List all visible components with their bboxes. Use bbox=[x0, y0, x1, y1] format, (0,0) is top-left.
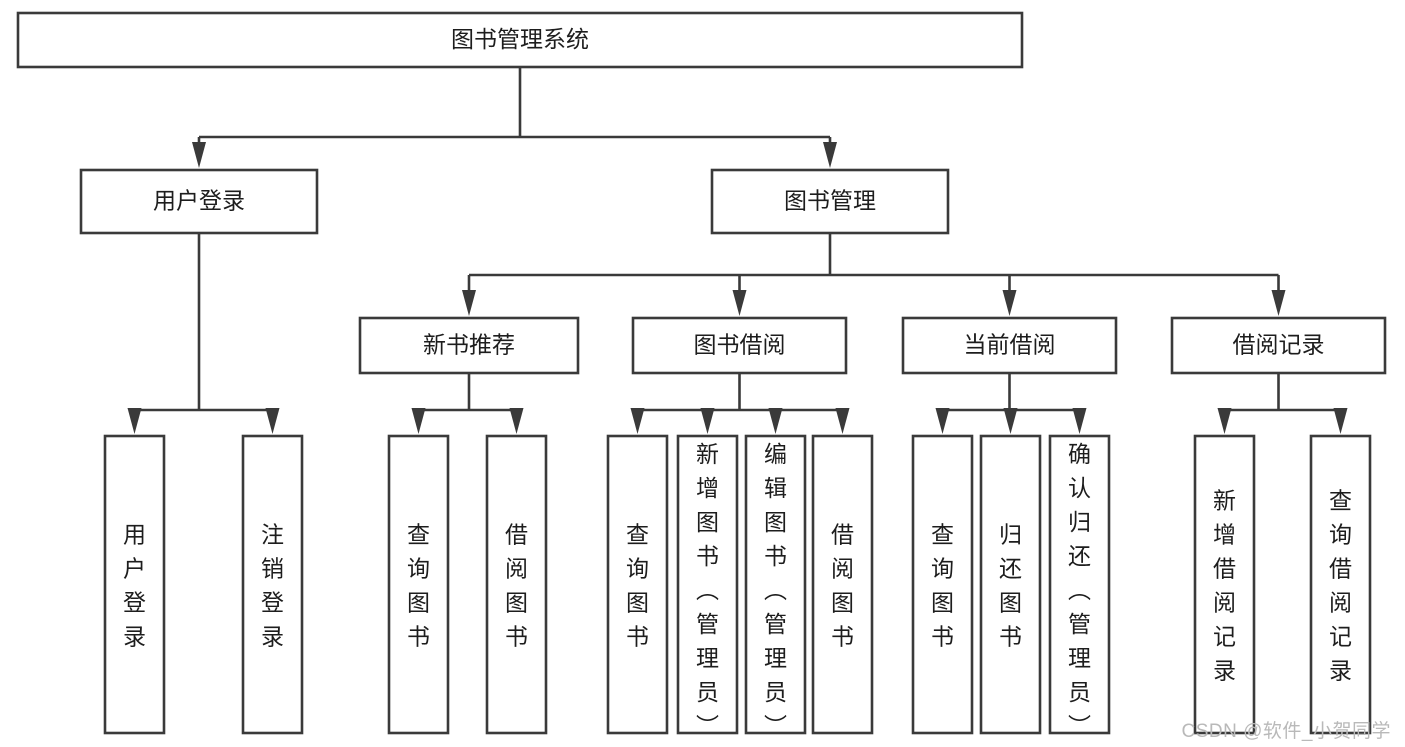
arrow-head-icon bbox=[935, 408, 950, 434]
node-leaf-0-label: 用户登录 bbox=[123, 522, 146, 650]
node-box-rect bbox=[79, 168, 319, 235]
node-box-rect bbox=[631, 316, 848, 375]
node-box-rect bbox=[1309, 434, 1372, 735]
arrow-head-icon bbox=[127, 408, 142, 434]
node-box-rect bbox=[1170, 316, 1387, 375]
node-level2-0[interactable] bbox=[79, 168, 319, 235]
arrow-head-icon bbox=[411, 408, 426, 434]
node-leaf-9[interactable] bbox=[979, 434, 1042, 735]
node-box-rect bbox=[1193, 434, 1256, 735]
arrow-head-icon bbox=[1333, 408, 1348, 434]
node-root-system-label: 图书管理系统 bbox=[451, 26, 589, 52]
arrow-head-icon bbox=[462, 290, 476, 316]
node-leaf-5-label: 新增图书︵管理员︶ bbox=[696, 441, 719, 739]
node-box-rect bbox=[811, 434, 874, 735]
node-leaf-3[interactable] bbox=[485, 434, 548, 735]
node-leaf-4[interactable] bbox=[606, 434, 669, 735]
arrow-head-icon bbox=[835, 408, 850, 434]
node-leaf-0[interactable] bbox=[103, 434, 166, 735]
node-box-rect bbox=[606, 434, 669, 735]
arrow-head-icon bbox=[1072, 408, 1087, 434]
arrow-head-icon bbox=[630, 408, 645, 434]
node-level3-1[interactable] bbox=[631, 316, 848, 375]
node-leaf-3-label: 借阅图书 bbox=[505, 522, 528, 650]
node-box-rect bbox=[16, 11, 1024, 69]
node-box-layer bbox=[16, 11, 1387, 735]
node-leaf-8[interactable] bbox=[911, 434, 974, 735]
node-box-rect bbox=[358, 316, 580, 375]
node-box-rect bbox=[744, 434, 807, 735]
node-leaf-1-label: 注销登录 bbox=[261, 522, 284, 650]
arrow-head-icon bbox=[1003, 408, 1018, 434]
node-leaf-4-label: 查询图书 bbox=[626, 522, 649, 650]
node-box-rect bbox=[485, 434, 548, 735]
node-leaf-5[interactable] bbox=[676, 434, 739, 735]
node-level3-1-label: 图书借阅 bbox=[694, 332, 786, 358]
node-box-rect bbox=[710, 168, 950, 235]
arrow-head-icon bbox=[1002, 290, 1017, 316]
node-level2-1-label: 图书管理 bbox=[784, 188, 876, 214]
node-level3-2[interactable] bbox=[901, 316, 1118, 375]
node-leaf-11-label: 新增借阅记录 bbox=[1213, 488, 1236, 684]
node-level2-0-label: 用户登录 bbox=[153, 188, 245, 214]
node-level3-3[interactable] bbox=[1170, 316, 1387, 375]
node-box-rect bbox=[387, 434, 450, 735]
node-leaf-10[interactable] bbox=[1048, 434, 1111, 735]
node-level2-1[interactable] bbox=[710, 168, 950, 235]
node-leaf-8-label: 查询图书 bbox=[931, 522, 954, 650]
arrow-head-icon bbox=[192, 142, 206, 168]
node-leaf-2-label: 查询图书 bbox=[407, 522, 430, 650]
arrow-head-icon bbox=[700, 408, 715, 434]
node-level3-0[interactable] bbox=[358, 316, 580, 375]
node-leaf-7-label: 借阅图书 bbox=[831, 522, 854, 650]
node-box-rect bbox=[241, 434, 304, 735]
arrow-head-icon bbox=[823, 142, 837, 168]
node-level3-0-label: 新书推荐 bbox=[423, 332, 515, 358]
node-leaf-12[interactable] bbox=[1309, 434, 1372, 735]
node-box-rect bbox=[911, 434, 974, 735]
node-leaf-2[interactable] bbox=[387, 434, 450, 735]
arrow-head-icon bbox=[1217, 408, 1232, 434]
node-root-system[interactable] bbox=[16, 11, 1024, 69]
node-leaf-9-label: 归还图书 bbox=[999, 522, 1022, 650]
node-box-rect bbox=[676, 434, 739, 735]
node-leaf-7[interactable] bbox=[811, 434, 874, 735]
node-leaf-6-label: 编辑图书︵管理员︶ bbox=[764, 441, 787, 739]
arrow-head-icon bbox=[509, 408, 524, 434]
arrow-head-icon bbox=[265, 408, 280, 434]
node-leaf-1[interactable] bbox=[241, 434, 304, 735]
arrow-head-icon bbox=[1271, 290, 1286, 316]
node-box-rect bbox=[1048, 434, 1111, 735]
arrow-head-icon bbox=[768, 408, 783, 434]
node-box-rect bbox=[103, 434, 166, 735]
node-label-layer: 图书管理系统用户登录图书管理新书推荐图书借阅当前借阅借阅记录用户登录注销登录查询… bbox=[123, 26, 1352, 739]
node-leaf-12-label: 查询借阅记录 bbox=[1329, 488, 1352, 684]
connector-layer bbox=[127, 67, 1348, 434]
node-level3-2-label: 当前借阅 bbox=[964, 332, 1056, 358]
node-leaf-11[interactable] bbox=[1193, 434, 1256, 735]
node-level3-3-label: 借阅记录 bbox=[1233, 332, 1325, 358]
node-leaf-6[interactable] bbox=[744, 434, 807, 735]
node-box-rect bbox=[979, 434, 1042, 735]
node-box-rect bbox=[901, 316, 1118, 375]
arrow-head-icon bbox=[732, 290, 747, 316]
node-leaf-10-label: 确认归还︵管理员︶ bbox=[1068, 441, 1091, 739]
